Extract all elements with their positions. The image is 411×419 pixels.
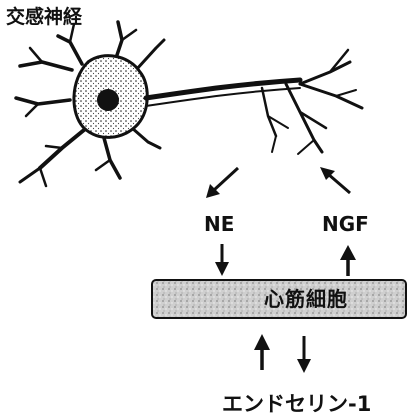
arrow-cell-to-ngf xyxy=(340,245,356,276)
arrow-endothelin-to-cell xyxy=(254,334,270,370)
arrows xyxy=(206,167,356,373)
arrow-cell-to-endothelin xyxy=(297,336,311,373)
title-label: 交感神経 xyxy=(6,8,82,27)
arrow-ne-to-cell xyxy=(215,244,229,276)
cardiomyocyte-label: 心筋細胞 xyxy=(264,289,348,309)
neuron-illustration xyxy=(16,22,362,186)
endothelin-label: エンドセリン-1 xyxy=(222,394,371,415)
ne-label: NE xyxy=(204,214,234,234)
arrow-ngf-to-neuron xyxy=(320,167,350,193)
ngf-label: NGF xyxy=(322,214,369,234)
arrow-neuron-to-ne xyxy=(206,168,238,198)
